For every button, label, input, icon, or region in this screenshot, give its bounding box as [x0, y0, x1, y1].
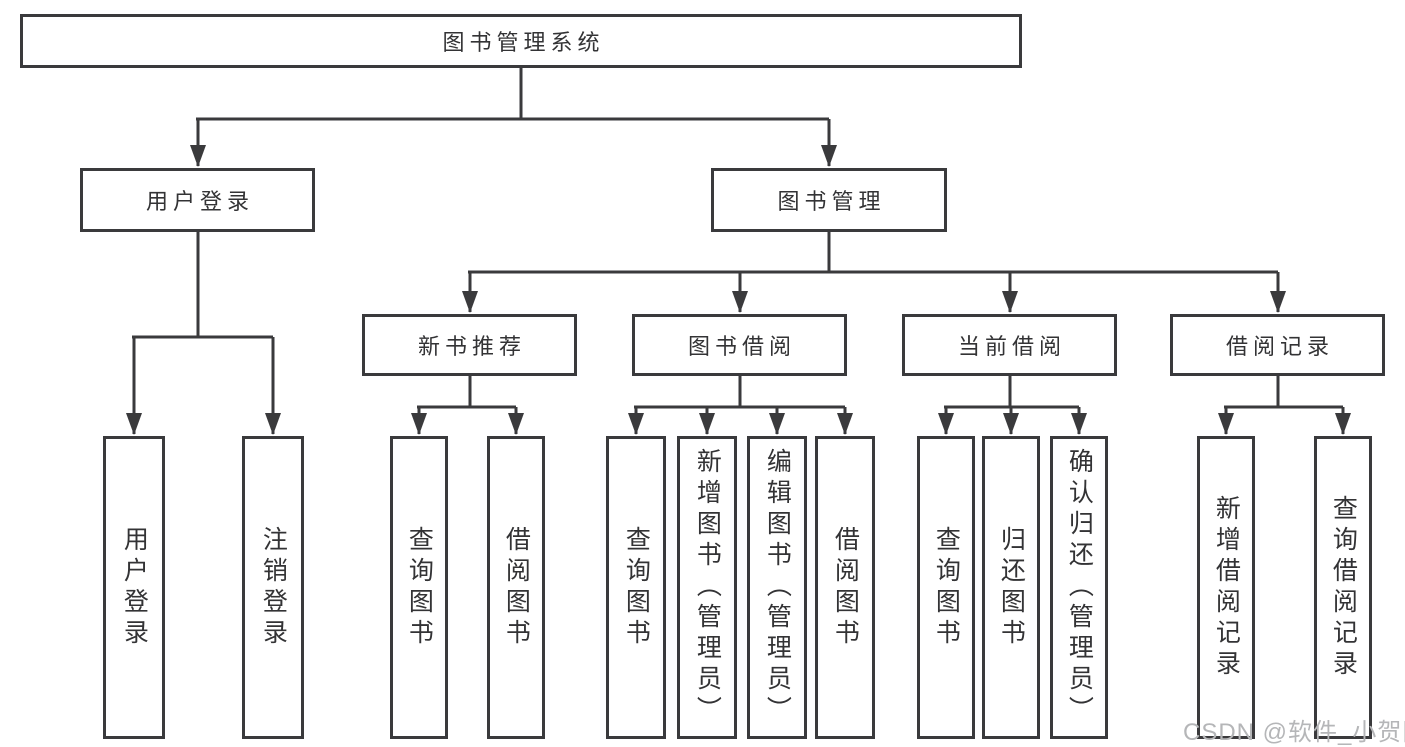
node-label: 查询图书 [932, 525, 961, 650]
node-new-book-recommend: 新书推荐 [362, 314, 577, 376]
node-leaf-borrow-book-2: 借阅图书 [815, 436, 875, 739]
node-leaf-return-book: 归还图书 [982, 436, 1040, 739]
node-leaf-query-book-2: 查询图书 [606, 436, 666, 739]
node-book-management-module: 图书管理 [711, 168, 947, 232]
node-label: 新增图书（管理员） [693, 448, 722, 727]
node-label: 查询借阅记录 [1329, 494, 1358, 681]
node-label: 图书管理系统 [442, 30, 605, 55]
node-borrow-record: 借阅记录 [1170, 314, 1385, 376]
node-label: 查询图书 [622, 525, 651, 650]
node-label: 图书管理 [777, 189, 886, 214]
node-label: 借阅记录 [1225, 334, 1334, 359]
node-leaf-edit-book-admin: 编辑图书（管理员） [747, 436, 807, 739]
csdn-watermark: CSDN @软件_小贺同学 [1183, 719, 1405, 746]
node-leaf-query-book-3: 查询图书 [917, 436, 975, 739]
node-current-borrow: 当前借阅 [902, 314, 1117, 376]
node-label: 借阅图书 [502, 525, 531, 650]
node-label: 归还图书 [997, 525, 1026, 650]
node-leaf-query-book-1: 查询图书 [390, 436, 448, 739]
node-label: 注销登录 [259, 525, 288, 650]
node-label: 新增借阅记录 [1212, 494, 1241, 681]
node-label: 新书推荐 [417, 334, 526, 359]
connector-user-login-children [126, 232, 281, 435]
node-label: 用户登录 [120, 525, 149, 650]
connector-root-to-level2 [190, 68, 837, 167]
node-leaf-borrow-book-1: 借阅图书 [487, 436, 545, 739]
node-leaf-logout: 注销登录 [242, 436, 304, 739]
node-root-system: 图书管理系统 [20, 14, 1022, 68]
connector-book-borrow-children [628, 376, 853, 435]
node-label: 图书借阅 [687, 334, 796, 359]
node-leaf-add-book-admin: 新增图书（管理员） [677, 436, 737, 739]
node-leaf-user-login: 用户登录 [103, 436, 165, 739]
connector-new-book-children [411, 376, 524, 435]
node-label: 确认归还（管理员） [1065, 448, 1094, 727]
node-leaf-confirm-return-admin: 确认归还（管理员） [1050, 436, 1108, 739]
node-label: 查询图书 [405, 525, 434, 650]
node-leaf-add-borrow-record: 新增借阅记录 [1197, 436, 1255, 739]
node-leaf-query-borrow-record: 查询借阅记录 [1314, 436, 1372, 739]
node-label: 编辑图书（管理员） [763, 448, 792, 727]
connector-book-management-children [462, 232, 1286, 313]
node-book-borrow: 图书借阅 [632, 314, 847, 376]
connector-borrow-record-children [1218, 376, 1351, 435]
node-label: 当前借阅 [957, 334, 1066, 359]
node-label: 用户登录 [145, 189, 254, 214]
node-user-login-module: 用户登录 [80, 168, 315, 232]
node-label: 借阅图书 [831, 525, 860, 650]
connector-current-borrow-children [938, 376, 1087, 435]
